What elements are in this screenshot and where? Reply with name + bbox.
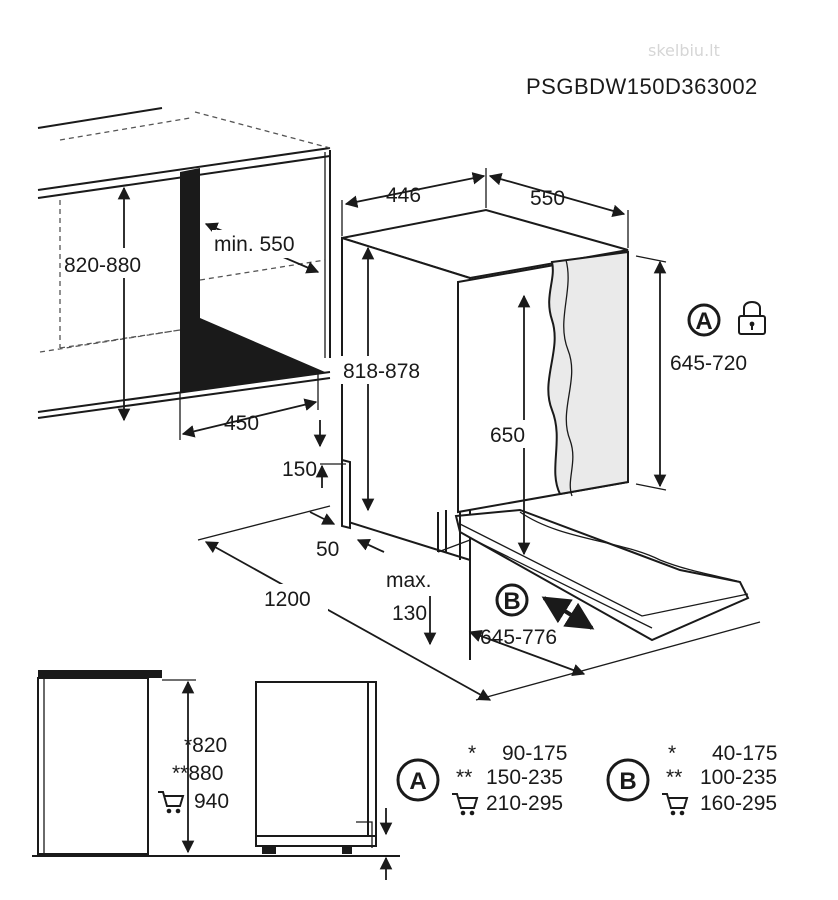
width-446-label: 446 bbox=[386, 184, 421, 207]
side-view-drawing bbox=[32, 670, 400, 880]
door-height-label: 645-720 bbox=[670, 352, 747, 375]
watermark: skelbiu.lt bbox=[648, 41, 720, 60]
lock-icon bbox=[738, 301, 766, 335]
table-a-value-3: 210-295 bbox=[486, 792, 563, 815]
side-height-3: 940 bbox=[194, 790, 229, 813]
max-label: max. bbox=[386, 569, 432, 592]
table-b-value-1: 40-175 bbox=[712, 742, 777, 765]
table-b-letter: B bbox=[619, 768, 636, 795]
dishwasher-drawing bbox=[341, 208, 750, 660]
table-b-value-3: 160-295 bbox=[700, 792, 777, 815]
marker-b-circle bbox=[495, 583, 529, 617]
niche-height-label: 820-880 bbox=[64, 254, 141, 277]
table-a-circle bbox=[396, 758, 440, 802]
table-b-cart-icon bbox=[661, 793, 688, 817]
inner-height-label: 650 bbox=[490, 424, 525, 447]
door-range-label: 645-776 bbox=[480, 626, 557, 649]
table-b-value-2: 100-235 bbox=[700, 766, 777, 789]
height-818-878-label: 818-878 bbox=[343, 360, 420, 383]
table-b-circle bbox=[606, 758, 650, 802]
table-b-mark-2: ** bbox=[666, 766, 682, 789]
max-value-label: 130 bbox=[392, 602, 427, 625]
niche-min-depth-label: min. 550 bbox=[214, 233, 295, 256]
model-code: PSGBDW150D363002 bbox=[526, 74, 758, 99]
table-a-letter: A bbox=[409, 768, 426, 795]
plinth-height-label: 150 bbox=[282, 458, 317, 481]
cart-icon bbox=[157, 791, 184, 815]
marker-b-letter: B bbox=[503, 588, 520, 615]
marker-a-letter: A bbox=[695, 308, 712, 335]
table-a-mark-2: ** bbox=[456, 766, 472, 789]
plinth-depth-label: 50 bbox=[316, 538, 339, 561]
table-a-mark-1: * bbox=[468, 742, 476, 765]
marker-b-arrow bbox=[541, 596, 595, 630]
side-height-1: *820 bbox=[184, 734, 227, 757]
depth-550-label: 550 bbox=[530, 187, 565, 210]
door-opening-label: 1200 bbox=[264, 588, 311, 611]
side-height-2: **880 bbox=[172, 762, 223, 785]
table-a-value-1: 90-175 bbox=[502, 742, 567, 765]
table-a-cart-icon bbox=[451, 793, 478, 817]
table-a-value-2: 150-235 bbox=[486, 766, 563, 789]
niche-width-label: 450 bbox=[224, 412, 259, 435]
table-b-mark-1: * bbox=[668, 742, 676, 765]
marker-a-circle bbox=[687, 303, 721, 337]
